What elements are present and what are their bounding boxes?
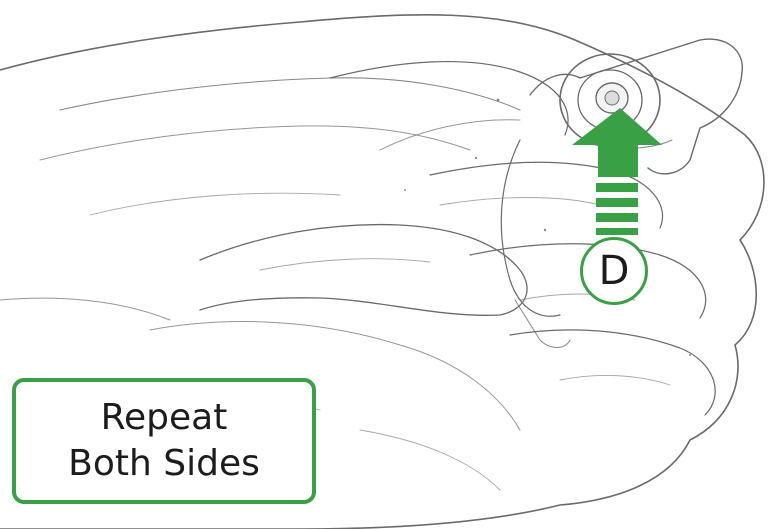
instruction-callout: Repeat Both Sides bbox=[12, 378, 316, 504]
instruction-line-2: Both Sides bbox=[68, 441, 260, 487]
step-marker-badge: D bbox=[580, 237, 648, 305]
arrow-up-icon bbox=[572, 108, 662, 235]
instruction-line-1: Repeat bbox=[101, 395, 228, 441]
step-marker-letter: D bbox=[599, 251, 630, 291]
